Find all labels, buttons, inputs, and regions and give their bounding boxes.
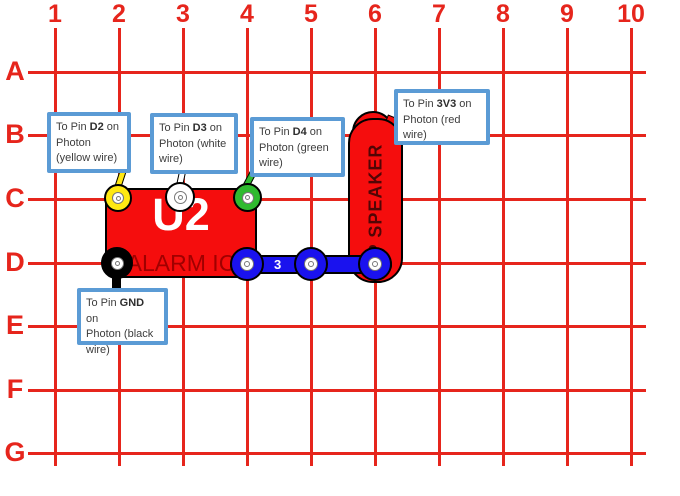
grid-col-label-10: 10 — [617, 0, 645, 28]
wire-snap-right — [358, 247, 392, 281]
grid-col-label-1: 1 — [48, 0, 62, 28]
snap-black-gnd — [101, 247, 133, 279]
grid-row-label-e: E — [5, 310, 24, 340]
grid-row-label-f: F — [6, 374, 24, 404]
callout-3v3-text: To Pin — [403, 98, 437, 110]
snap-yellow-d2 — [104, 184, 132, 212]
callout-d3: To Pin D3 on Photon (white wire) — [150, 113, 238, 174]
grid-col-label-7: 7 — [432, 0, 446, 28]
callout-gnd: To Pin GND on Photon (black wire) — [77, 288, 168, 356]
grid-hline-e — [28, 325, 646, 328]
grid-col-label-6: 6 — [368, 0, 382, 28]
callout-d3-rest: on Photon (white wire) — [159, 122, 227, 165]
wire-snap-left — [230, 247, 264, 281]
grid-hline-a — [28, 71, 646, 74]
wire-snap-count-label: 3 — [274, 257, 282, 272]
callout-d4-rest: on Photon (green wire) — [259, 126, 329, 169]
callout-3v3-rest: on Photon (red wire) — [403, 98, 472, 141]
grid-row-label-b: B — [5, 119, 25, 149]
callout-d3-pin: D3 — [192, 122, 207, 134]
grid-col-label-3: 3 — [176, 0, 190, 28]
callout-d4-pin: D4 — [292, 126, 307, 138]
callout-d4-text: To Pin — [259, 126, 293, 138]
grid-col-label-9: 9 — [560, 0, 574, 28]
grid-col-label-5: 5 — [304, 0, 318, 28]
callout-d2-text: To Pin — [56, 121, 90, 133]
grid-row-label-d: D — [5, 247, 25, 277]
grid-col-label-4: 4 — [240, 0, 254, 28]
grid-hline-g — [28, 452, 646, 455]
grid-col-label-2: 2 — [112, 0, 126, 28]
callout-d2-pin: D2 — [89, 121, 104, 133]
grid-row-label-c: C — [5, 183, 25, 213]
callout-d3-text: To Pin — [159, 122, 193, 134]
alarm-ic-name: ALARM IC — [126, 250, 236, 276]
grid-vline-1 — [54, 28, 57, 466]
snap-white-d3 — [165, 182, 195, 212]
callout-3v3: To Pin 3V3 on Photon (red wire) — [394, 89, 490, 145]
callout-d2-rest: on Photon (yellow wire) — [56, 121, 119, 164]
callout-gnd-text: To Pin — [86, 297, 120, 309]
callout-d4: To Pin D4 on Photon (green wire) — [250, 117, 345, 177]
grid-row-label-g: G — [4, 437, 26, 467]
grid-hline-f — [28, 389, 646, 392]
wire-snap-middle — [294, 247, 328, 281]
grid-col-label-8: 8 — [496, 0, 510, 28]
callout-3v3-pin: 3V3 — [436, 98, 457, 110]
grid-vline-9 — [566, 28, 569, 466]
grid-row-label-a: A — [5, 56, 25, 86]
grid-vline-7 — [438, 28, 441, 466]
grid-vline-8 — [502, 28, 505, 466]
callout-d2: To Pin D2 on Photon (yellow wire) — [47, 112, 131, 173]
grid-hline-c — [28, 198, 646, 201]
grid-vline-10 — [630, 28, 633, 466]
snap-green-d4 — [233, 183, 262, 212]
callout-gnd-rest: on Photon (black wire) — [86, 312, 154, 356]
callout-gnd-pin: GND — [119, 297, 145, 309]
